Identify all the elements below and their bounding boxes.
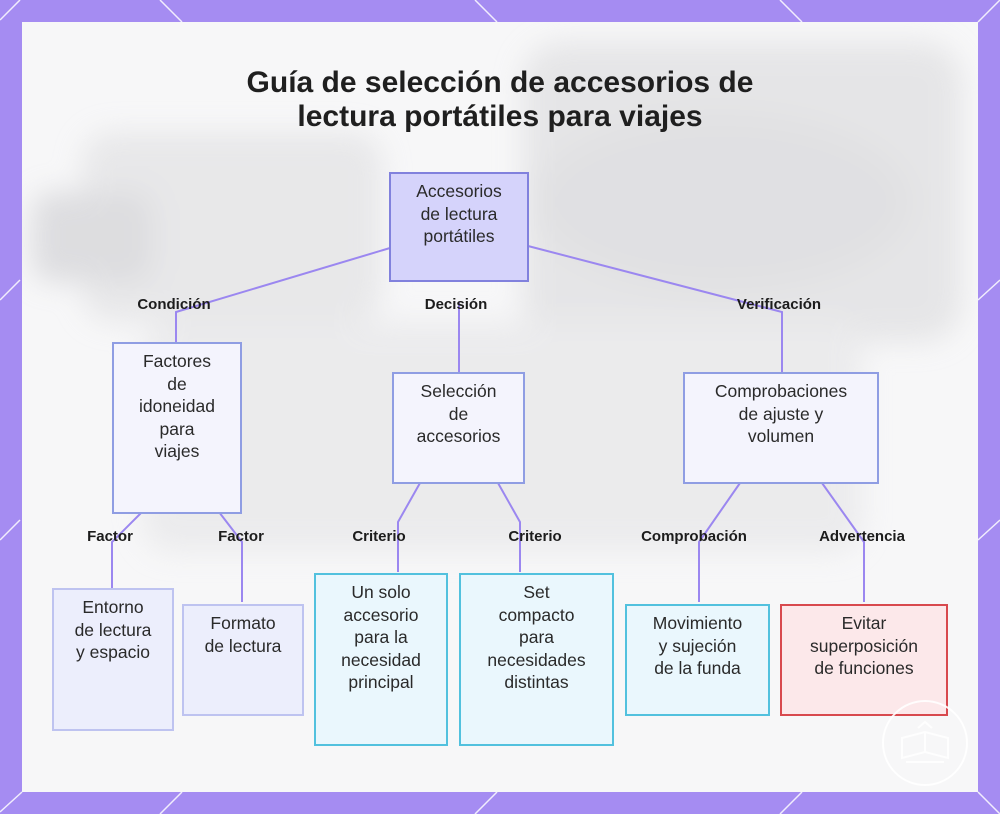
node-text: para (518, 627, 555, 647)
edge-root-left (175, 247, 391, 342)
edge-label-advertencia: Advertencia (819, 528, 905, 545)
node-text: Movimiento (652, 613, 743, 633)
node-text: principal (348, 672, 414, 692)
title-line: lectura portátiles para viajes (297, 100, 703, 133)
category-node-comprobaciones: Comprobaciones de ajuste y volumen (683, 372, 879, 484)
edge-label-factor: Factor (218, 528, 264, 545)
leaf-node-evitar-superposicion: Evitar superposición de funciones (780, 604, 948, 716)
edge-label-decision: Decisión (424, 296, 488, 313)
leaf-node-un-solo-accesorio: Un solo accesorio para la necesidad prin… (314, 573, 448, 746)
diagram-title: Guía de selección de accesorios de lectu… (22, 66, 978, 134)
edge-label-verificacion: Verificación (736, 296, 822, 313)
leaf-node-formato: Formato de lectura (182, 604, 304, 716)
node-text: accesorio (343, 604, 419, 625)
category-node-factores: Factores de idoneidad para viajes (112, 342, 242, 514)
node-text: viajes (154, 441, 200, 461)
leaf-node-entorno: Entorno de lectura y espacio (52, 588, 174, 731)
title-line: Guía de selección de accesorios de (246, 66, 754, 99)
node-text: Factores (142, 351, 212, 371)
node-text: y sujeción (658, 635, 737, 656)
edge-label-criterio: Criterio (352, 528, 406, 545)
node-text: volumen (747, 426, 815, 446)
edge-right-leaf5 (698, 482, 741, 602)
node-text: Accesorios (416, 181, 502, 201)
node-text: Evitar (841, 613, 887, 633)
edge-label-condicion: Condición (137, 296, 211, 313)
category-node-seleccion: Selección de accesorios (392, 372, 525, 484)
edge-center-leaf3 (397, 482, 421, 572)
node-text: idoneidad (139, 396, 215, 416)
node-text: Selección (420, 381, 497, 401)
node-text: Set (523, 582, 550, 602)
edge-root-right (527, 245, 783, 372)
node-text: de (448, 403, 469, 424)
leaf-node-movimiento: Movimiento y sujeción de la funda (625, 604, 770, 716)
node-text: de la funda (654, 658, 741, 678)
edge-center-leaf4 (497, 482, 521, 572)
root-node: Accesorios de lectura portátiles (389, 172, 529, 282)
node-text: para (159, 418, 195, 439)
edge-right-leaf6 (821, 482, 865, 602)
node-text: accesorios (416, 426, 501, 446)
node-text: de (167, 373, 187, 394)
node-text: de funciones (814, 658, 914, 678)
edge-left-leaf2 (218, 511, 243, 602)
node-text: para la (354, 627, 408, 647)
node-text: de lectura (420, 203, 498, 224)
node-text: compacto (498, 604, 575, 625)
node-text: Comprobaciones (714, 381, 848, 401)
node-text: Un solo (351, 582, 411, 602)
node-text: superposición (810, 635, 918, 656)
edge-label-comprobacion: Comprobación (641, 528, 747, 545)
node-text: necesidades (487, 649, 586, 670)
node-text: y espacio (76, 642, 150, 662)
node-text: de ajuste y (738, 403, 824, 424)
edge-left-leaf1 (111, 511, 143, 588)
node-text: portátiles (423, 226, 495, 246)
edge-label-criterio: Criterio (508, 528, 562, 545)
node-text: necesidad (341, 649, 421, 670)
node-text: distintas (504, 672, 569, 692)
node-text: Formato (210, 613, 276, 633)
leaf-node-set-compacto: Set compacto para necesidades distintas (459, 573, 614, 746)
open-book-icon (882, 700, 968, 786)
node-text: de lectura (74, 619, 152, 640)
node-text: de lectura (204, 635, 282, 656)
diagram-panel: Guía de selección de accesorios de lectu… (22, 22, 978, 792)
connectors (111, 245, 865, 602)
edge-label-factor: Factor (87, 528, 133, 545)
node-text: Entorno (82, 597, 144, 617)
